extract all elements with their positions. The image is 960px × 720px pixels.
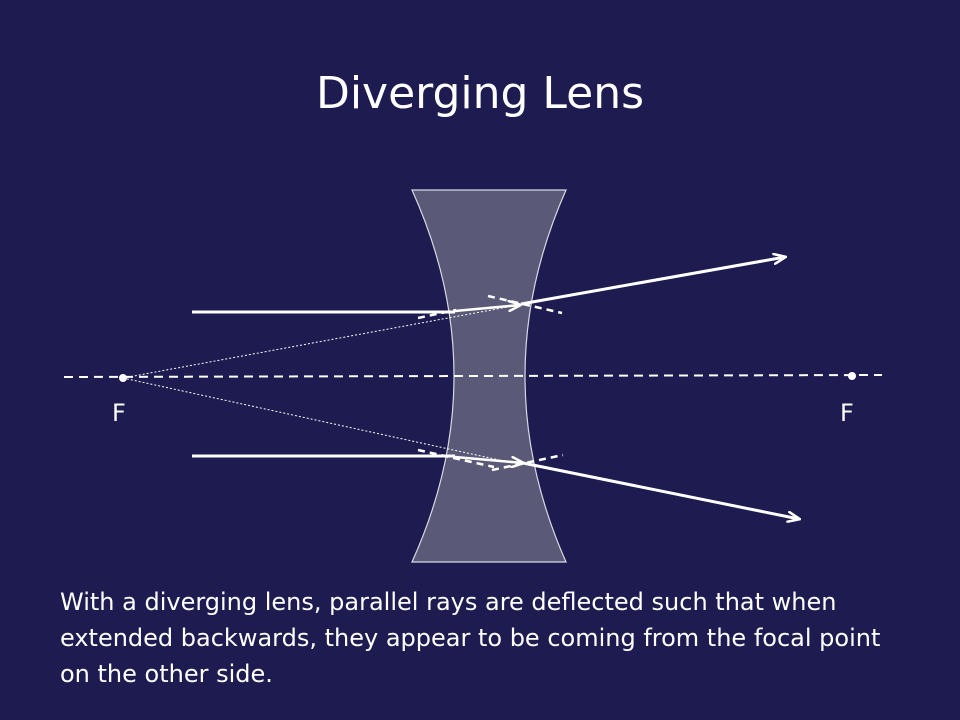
focal-label-left: F [112, 399, 126, 427]
normal-lower-left [417, 448, 495, 469]
normal-upper-left [417, 308, 457, 320]
focal-point-right [848, 372, 856, 380]
normal-upper-right [487, 294, 563, 315]
slide-title: Diverging Lens [315, 68, 645, 119]
lens-ray-lower [454, 455, 523, 463]
outgoing-ray-lower [522, 461, 799, 519]
focal-label-right: F [840, 399, 854, 427]
normal-lower-right [491, 453, 564, 472]
extension-line-lower [122, 377, 514, 464]
caption-text: With a diverging lens, parallel rays are… [60, 588, 881, 688]
outgoing-ray-upper [520, 257, 785, 306]
optical-axis [63, 374, 883, 378]
lens-ray-upper [454, 305, 520, 313]
